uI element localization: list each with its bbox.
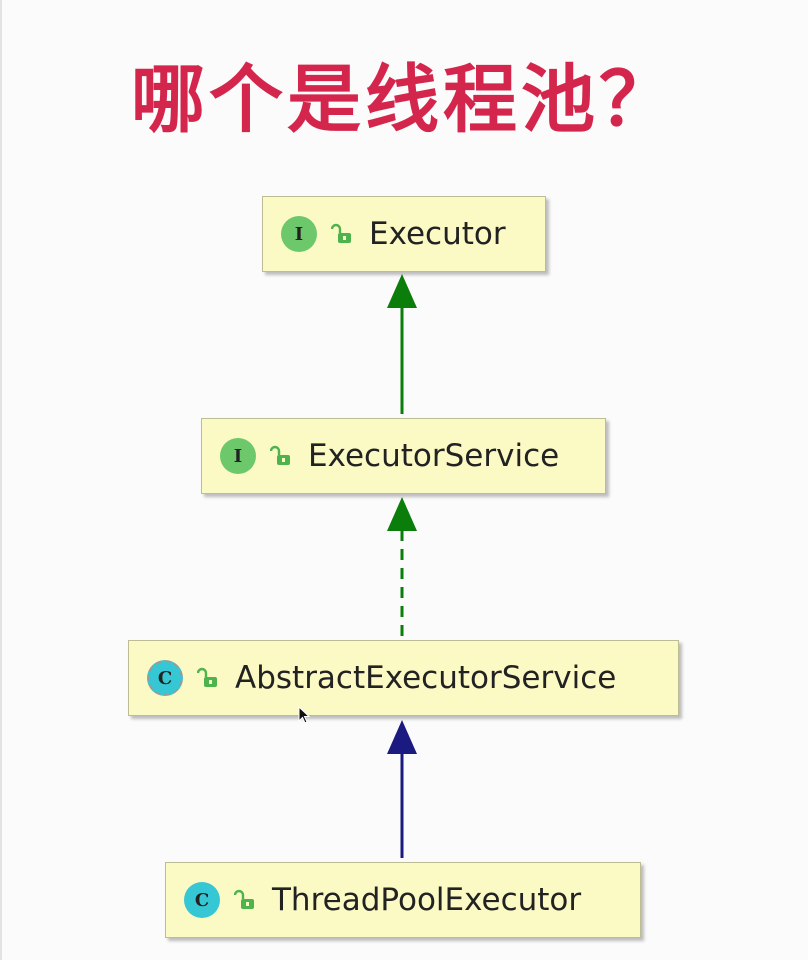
arrowhead-executorservice	[387, 497, 417, 531]
interface-icon: I	[220, 438, 256, 474]
node-abstract-executor-service[interactable]: C AbstractExecutorService	[128, 640, 679, 716]
node-label: ThreadPoolExecutor	[272, 882, 582, 918]
mouse-pointer-icon	[298, 706, 311, 724]
node-thread-pool-executor[interactable]: C ThreadPoolExecutor	[165, 862, 641, 938]
interface-icon: I	[281, 216, 317, 252]
public-access-lock-icon	[197, 667, 217, 687]
public-access-lock-icon	[270, 445, 290, 465]
node-label: Executor	[369, 216, 506, 252]
arrowhead-abstract	[387, 720, 417, 754]
public-access-lock-icon	[331, 223, 351, 243]
page-title: 哪个是线程池？	[131, 57, 677, 143]
public-access-lock-icon	[234, 889, 254, 909]
node-executor[interactable]: I Executor	[262, 196, 546, 272]
node-label: ExecutorService	[308, 438, 560, 474]
node-label: AbstractExecutorService	[235, 660, 617, 696]
arrowhead-executor	[387, 274, 417, 308]
class-icon: C	[184, 882, 220, 918]
left-edge-rule	[0, 0, 2, 960]
node-executor-service[interactable]: I ExecutorService	[201, 418, 606, 494]
abstract-class-icon: C	[147, 660, 183, 696]
